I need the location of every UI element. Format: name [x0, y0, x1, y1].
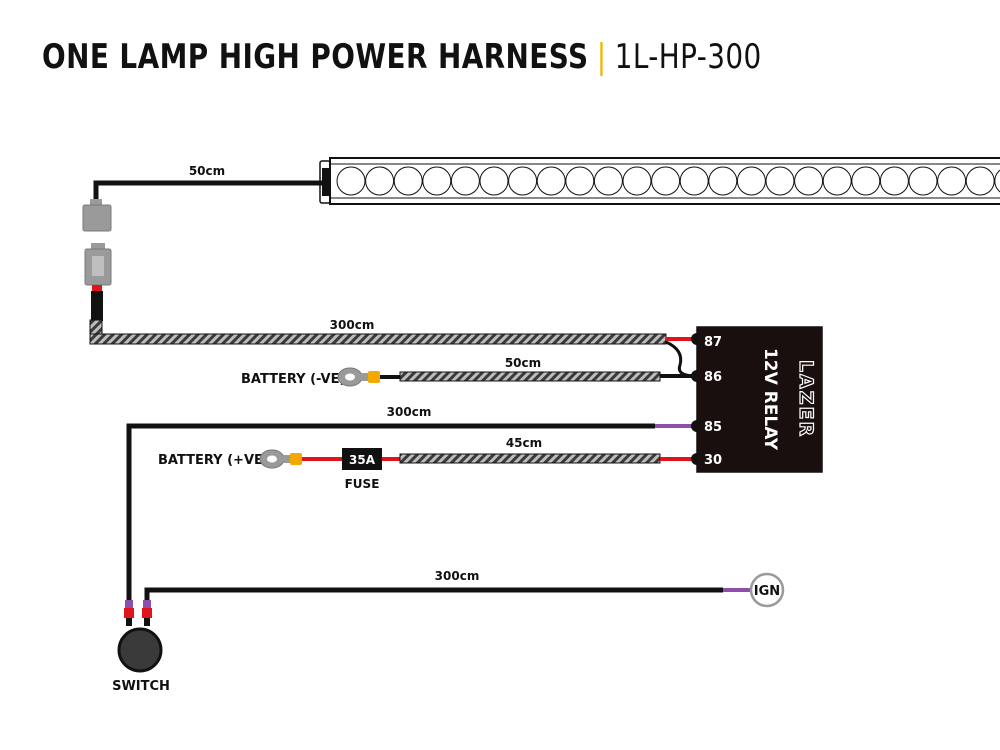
lamp-lead-length: 50cm: [189, 164, 225, 178]
led-lens: [450, 166, 480, 196]
battery-neg-length: 50cm: [505, 356, 541, 370]
battery-pos-label: BATTERY (+VE): [158, 453, 269, 468]
led-lens: [479, 166, 509, 196]
battery-neg-wire: BATTERY (-VE) 50cm: [241, 356, 703, 387]
led-lens: [965, 166, 995, 196]
light-bar-icon: [319, 157, 1000, 205]
ignition-length: 300cm: [435, 569, 480, 583]
relay-icon: 87 86 85 30 12V RELAY LAZER: [696, 326, 823, 473]
switch-icon: SWITCH: [112, 600, 170, 694]
connector-icon: [82, 199, 112, 321]
relay-brand: LAZER: [795, 360, 817, 438]
led-lens: [679, 166, 709, 196]
title-separator: |: [596, 37, 607, 77]
led-lens: [994, 169, 1000, 193]
fuse-icon: 35A: [342, 448, 382, 470]
led-lens: [336, 166, 366, 196]
led-lens: [736, 166, 766, 196]
led-lens: [622, 166, 652, 196]
relay-pin-86: 86: [704, 370, 722, 385]
ignition-wire: IGN 300cm: [144, 569, 785, 608]
battery-pos-wire: BATTERY (+VE) 35A FUSE 45cm: [158, 436, 703, 491]
title-main: ONE LAMP HIGH POWER HARNESS: [42, 37, 589, 77]
battery-pos-length: 45cm: [506, 436, 542, 450]
relay-jumper-wire: [665, 340, 697, 378]
led-lens: [593, 166, 623, 196]
page-title: ONE LAMP HIGH POWER HARNESS | 1L-HP-300: [42, 32, 762, 82]
led-lens: [822, 166, 852, 196]
ring-terminal-icon: [259, 449, 302, 469]
relay-87-length: 300cm: [330, 318, 375, 332]
led-lens: [765, 166, 795, 196]
relay-label: 12V RELAY: [760, 348, 780, 451]
ring-terminal-icon: [337, 367, 400, 387]
led-lens: [508, 166, 538, 196]
fuse-rating: 35A: [349, 453, 376, 467]
led-lens: [794, 166, 824, 196]
led-lens: [708, 166, 738, 196]
relay-pin-87: 87: [704, 335, 722, 350]
title-product-code: 1L-HP-300: [614, 37, 762, 77]
relay-pin-85: 85: [704, 420, 722, 435]
led-lens: [851, 166, 881, 196]
lamp-lead-wire: 50cm: [93, 164, 322, 200]
led-lens: [908, 166, 938, 196]
led-lens: [365, 166, 395, 196]
relay-85-length: 300cm: [387, 405, 432, 419]
led-lens: [937, 166, 967, 196]
led-lens: [565, 166, 595, 196]
led-lens: [879, 166, 909, 196]
led-lens: [651, 166, 681, 196]
led-lens: [536, 166, 566, 196]
relay-87-wire: 300cm: [89, 318, 703, 345]
switch-label: SWITCH: [112, 679, 170, 694]
relay-pin-30: 30: [704, 453, 722, 468]
ignition-label: IGN: [754, 584, 780, 599]
light-bar-leds: [336, 166, 1000, 196]
led-lens: [393, 166, 423, 196]
led-lens: [422, 166, 452, 196]
battery-neg-label: BATTERY (-VE): [241, 372, 345, 387]
relay-85-wire: 300cm: [126, 405, 703, 600]
fuse-label: FUSE: [345, 477, 380, 491]
